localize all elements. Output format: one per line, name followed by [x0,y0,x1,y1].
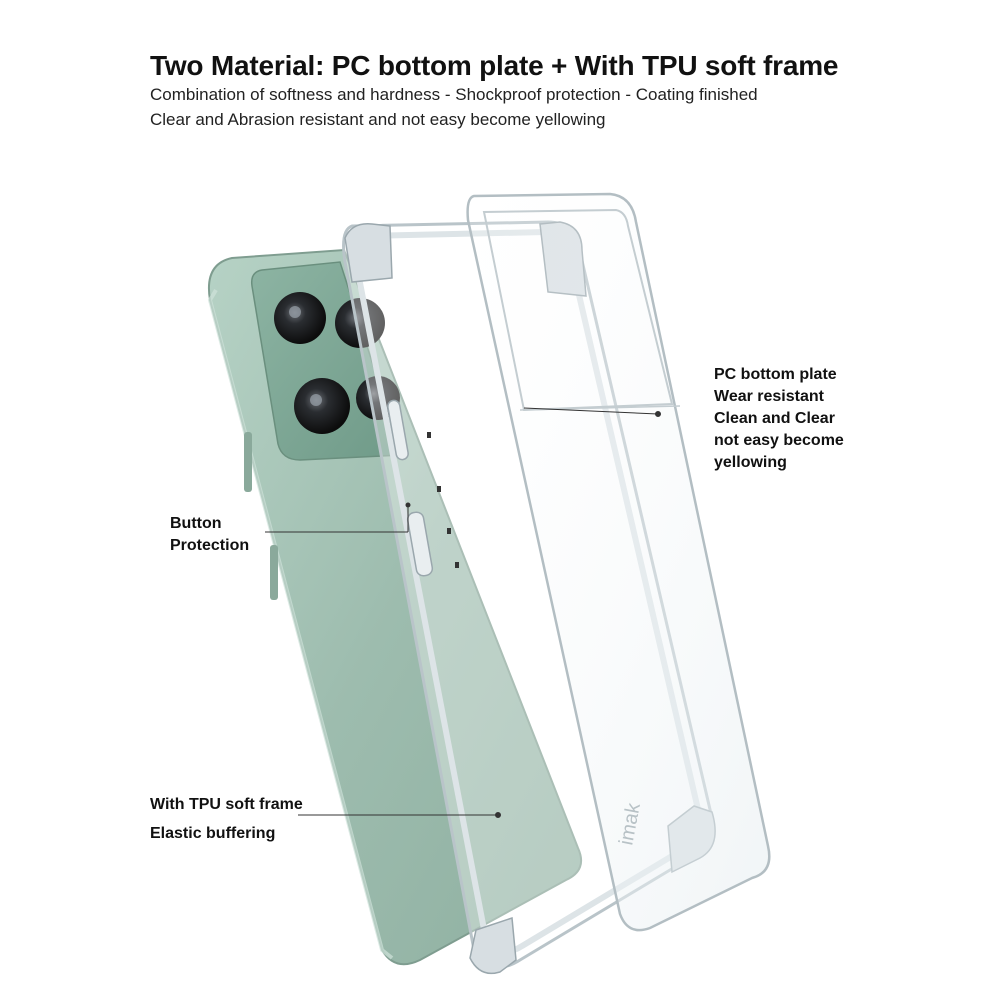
callout-pc-bottom-plate: PC bottom plate Wear resistant Clean and… [714,364,844,474]
pc-bottom-plate [466,192,771,932]
callout-text: Button [170,515,222,532]
subtitle-line-2: Clear and Abrasion resistant and not eas… [150,110,606,129]
phone-side-button [244,432,252,492]
callout-tpu-frame: With TPU soft frame Elastic buffering [150,790,303,848]
callout-text: Protection [170,537,250,554]
subtitle-line-1: Combination of softness and hardness - S… [150,85,758,104]
callout-button-protection: Button Protection [170,513,249,557]
callout-text: Wear resistant [714,388,824,405]
callout-text: Clean and Clear [714,410,835,427]
page-title: Two Material: PC bottom plate + With TPU… [150,50,839,81]
callout-line [265,407,661,818]
phone-side-button [270,545,278,600]
callout-text: Elastic buffering [150,825,276,842]
callout-text: PC bottom plate [714,366,837,383]
callout-text: yellowing [714,454,787,471]
callout-text: not easy become [714,432,844,449]
callout-text: With TPU soft frame [150,796,303,813]
